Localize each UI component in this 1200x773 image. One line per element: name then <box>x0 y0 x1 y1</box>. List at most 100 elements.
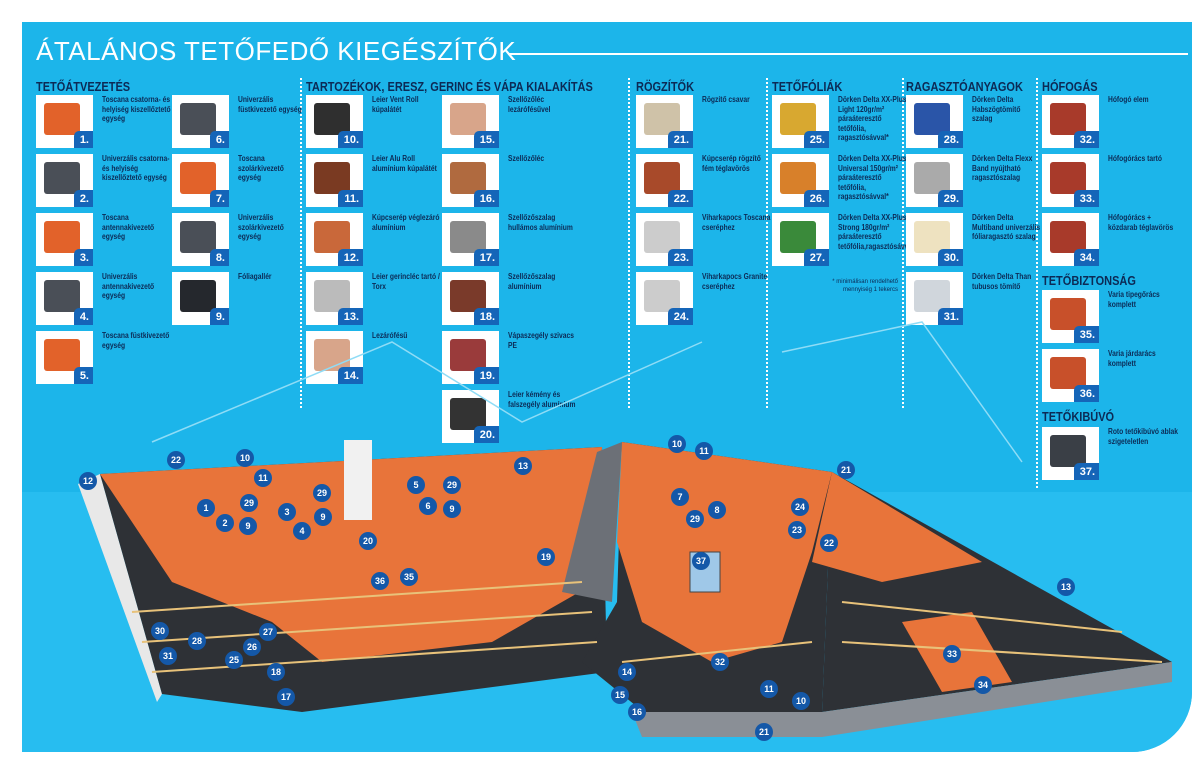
product-card[interactable]: 35. <box>1042 290 1099 343</box>
callout-marker[interactable]: 16 <box>628 703 646 721</box>
product-card[interactable]: 33. <box>1042 154 1099 207</box>
product-card[interactable]: 16. <box>442 154 499 207</box>
callout-marker[interactable]: 28 <box>188 632 206 650</box>
callout-marker[interactable]: 22 <box>820 534 838 552</box>
product-card[interactable]: 7. <box>172 154 229 207</box>
product-card[interactable]: 6. <box>172 95 229 148</box>
callout-marker[interactable]: 12 <box>79 472 97 490</box>
product-image <box>780 162 816 194</box>
callout-marker[interactable]: 24 <box>791 498 809 516</box>
callout-marker[interactable]: 33 <box>943 645 961 663</box>
product-card[interactable]: 32. <box>1042 95 1099 148</box>
section-heading-tetoatvezetes: TETŐÁTVEZETÉS <box>36 80 131 94</box>
callout-marker[interactable]: 35 <box>400 568 418 586</box>
product-card[interactable]: 17. <box>442 213 499 266</box>
callout-marker[interactable]: 11 <box>254 469 272 487</box>
product-image <box>450 103 486 135</box>
callout-marker[interactable]: 36 <box>371 572 389 590</box>
callout-marker[interactable]: 21 <box>755 723 773 741</box>
product-card[interactable]: 36. <box>1042 349 1099 402</box>
product-card[interactable]: 20. <box>442 390 499 443</box>
callout-marker[interactable]: 22 <box>167 451 185 469</box>
item-number-badge: 34. <box>1073 249 1099 266</box>
callout-marker[interactable]: 2 <box>216 514 234 532</box>
product-card[interactable]: 31. <box>906 272 963 325</box>
product-image <box>180 103 216 135</box>
product-card[interactable]: 28. <box>906 95 963 148</box>
product-card[interactable]: 10. <box>306 95 363 148</box>
callout-marker[interactable]: 31 <box>159 647 177 665</box>
product-card[interactable]: 19. <box>442 331 499 384</box>
callout-marker[interactable]: 30 <box>151 622 169 640</box>
product-card[interactable]: 13. <box>306 272 363 325</box>
callout-marker[interactable]: 11 <box>695 442 713 460</box>
product-label: Szellőzőszalag hullámos alumínium <box>508 212 573 232</box>
callout-marker[interactable]: 26 <box>243 638 261 656</box>
callout-marker[interactable]: 4 <box>293 522 311 540</box>
callout-marker[interactable]: 3 <box>278 503 296 521</box>
callout-marker[interactable]: 37 <box>692 552 710 570</box>
product-card[interactable]: 4. <box>36 272 93 325</box>
item-number-badge: 20. <box>473 426 499 443</box>
product-card[interactable]: 21. <box>636 95 693 148</box>
product-card[interactable]: 37. <box>1042 427 1099 480</box>
callout-marker[interactable]: 10 <box>668 435 686 453</box>
callout-marker[interactable]: 29 <box>443 476 461 494</box>
callout-marker[interactable]: 25 <box>225 651 243 669</box>
callout-marker[interactable]: 17 <box>277 688 295 706</box>
product-card[interactable]: 29. <box>906 154 963 207</box>
product-image <box>44 162 80 194</box>
product-card[interactable]: 12. <box>306 213 363 266</box>
product-label: Toscana füstkivezető egység <box>102 330 170 350</box>
product-card[interactable]: 27. <box>772 213 829 266</box>
callout-marker[interactable]: 5 <box>407 476 425 494</box>
product-card[interactable]: 30. <box>906 213 963 266</box>
product-card[interactable]: 18. <box>442 272 499 325</box>
callout-marker[interactable]: 29 <box>686 510 704 528</box>
product-card[interactable]: 9. <box>172 272 229 325</box>
callout-marker[interactable]: 10 <box>236 449 254 467</box>
callout-marker[interactable]: 19 <box>537 548 555 566</box>
product-card[interactable]: 2. <box>36 154 93 207</box>
callout-marker[interactable]: 13 <box>1057 578 1075 596</box>
product-card[interactable]: 24. <box>636 272 693 325</box>
callout-marker[interactable]: 9 <box>314 508 332 526</box>
callout-marker[interactable]: 29 <box>313 484 331 502</box>
product-label: Dörken Delta XX-Plus Universal 150gr/m² … <box>838 153 907 201</box>
callout-marker[interactable]: 34 <box>974 676 992 694</box>
product-card[interactable]: 34. <box>1042 213 1099 266</box>
product-card[interactable]: 8. <box>172 213 229 266</box>
callout-marker[interactable]: 9 <box>239 517 257 535</box>
product-card[interactable]: 3. <box>36 213 93 266</box>
product-card[interactable]: 25. <box>772 95 829 148</box>
product-label: Varia járdarács komplett <box>1108 348 1156 368</box>
callout-marker[interactable]: 8 <box>708 501 726 519</box>
callout-marker[interactable]: 18 <box>267 663 285 681</box>
callout-marker[interactable]: 11 <box>760 680 778 698</box>
product-card[interactable]: 23. <box>636 213 693 266</box>
item-number-badge: 14. <box>337 367 363 384</box>
callout-marker[interactable]: 14 <box>618 663 636 681</box>
product-card[interactable]: 26. <box>772 154 829 207</box>
callout-marker[interactable]: 1 <box>197 499 215 517</box>
product-card[interactable]: 5. <box>36 331 93 384</box>
item-number-badge: 36. <box>1073 385 1099 402</box>
item-number-badge: 23. <box>667 249 693 266</box>
product-card[interactable]: 15. <box>442 95 499 148</box>
product-card[interactable]: 22. <box>636 154 693 207</box>
callout-marker[interactable]: 7 <box>671 488 689 506</box>
product-card[interactable]: 1. <box>36 95 93 148</box>
callout-marker[interactable]: 6 <box>419 497 437 515</box>
callout-marker[interactable]: 32 <box>711 653 729 671</box>
callout-marker[interactable]: 9 <box>443 500 461 518</box>
product-card[interactable]: 11. <box>306 154 363 207</box>
callout-marker[interactable]: 20 <box>359 532 377 550</box>
callout-marker[interactable]: 23 <box>788 521 806 539</box>
callout-marker[interactable]: 13 <box>514 457 532 475</box>
callout-marker[interactable]: 27 <box>259 623 277 641</box>
callout-marker[interactable]: 15 <box>611 686 629 704</box>
callout-marker[interactable]: 29 <box>240 494 258 512</box>
product-card[interactable]: 14. <box>306 331 363 384</box>
callout-marker[interactable]: 10 <box>792 692 810 710</box>
callout-marker[interactable]: 21 <box>837 461 855 479</box>
